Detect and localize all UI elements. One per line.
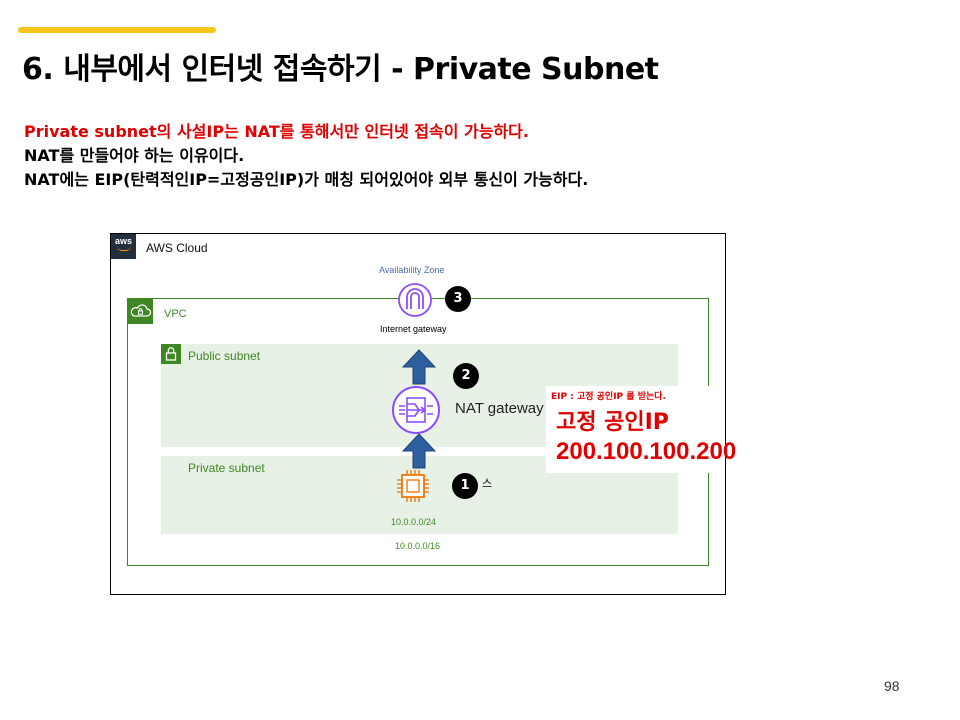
bullet-1: Private subnet의 사설IP는 NAT를 통해서만 인터넷 접속이 … <box>24 122 529 141</box>
slide-title: 6. 내부에서 인터넷 접속하기 - Private Subnet <box>22 52 659 87</box>
aws-smile-mark <box>116 246 131 251</box>
arrow-up-icon <box>402 349 436 385</box>
lock-icon <box>161 344 181 364</box>
eip-callout-box <box>546 386 716 473</box>
step-badge-3: 3 <box>445 286 471 312</box>
availability-zone-label: Availability Zone <box>379 265 445 275</box>
vpc-cidr: 10.0.0.0/16 <box>395 541 441 551</box>
ec2-instance-icon <box>396 469 430 510</box>
private-subnet-label: Private subnet <box>188 461 265 475</box>
public-subnet-label: Public subnet <box>188 349 261 363</box>
step-badge-2: 2 <box>453 363 479 389</box>
vpc-cloud-icon <box>128 299 153 324</box>
aws-cloud-label: AWS Cloud <box>146 241 208 255</box>
aws-logo-icon: aws <box>111 234 136 259</box>
step-badge-1: 1 <box>452 473 478 499</box>
eip-note: EIP : 고정 공인IP 를 받는다. <box>551 392 666 402</box>
arrow-up-icon <box>402 433 436 469</box>
annotation-fragment: 스 <box>482 478 493 490</box>
bullet-3: NAT에는 EIP(탄력적인IP=고정공인IP)가 매칭 되어있어야 외부 통신… <box>24 170 589 189</box>
bullet-list: Private subnet의 사설IP는 NAT를 통해서만 인터넷 접속이 … <box>24 120 588 192</box>
page-number: 98 <box>884 678 900 694</box>
bullet-2: NAT를 만들어야 하는 이유이다. <box>24 146 245 165</box>
vpc-label: VPC <box>164 308 187 320</box>
eip-address: 200.100.100.200 <box>556 438 737 465</box>
title-accent-bar <box>18 27 216 33</box>
eip-heading: 고정 공인IP <box>556 410 669 435</box>
internet-gateway-label: Internet gateway <box>380 324 447 334</box>
internet-gateway-icon <box>397 282 433 323</box>
nat-gateway-label: NAT gateway <box>455 400 544 417</box>
aws-architecture-diagram: aws AWS Cloud Availability Zone VPC Publ… <box>110 233 736 595</box>
aws-logo-text: aws <box>114 236 132 246</box>
private-subnet-cidr: 10.0.0.0/24 <box>391 517 437 527</box>
nat-gateway-icon <box>391 385 441 440</box>
